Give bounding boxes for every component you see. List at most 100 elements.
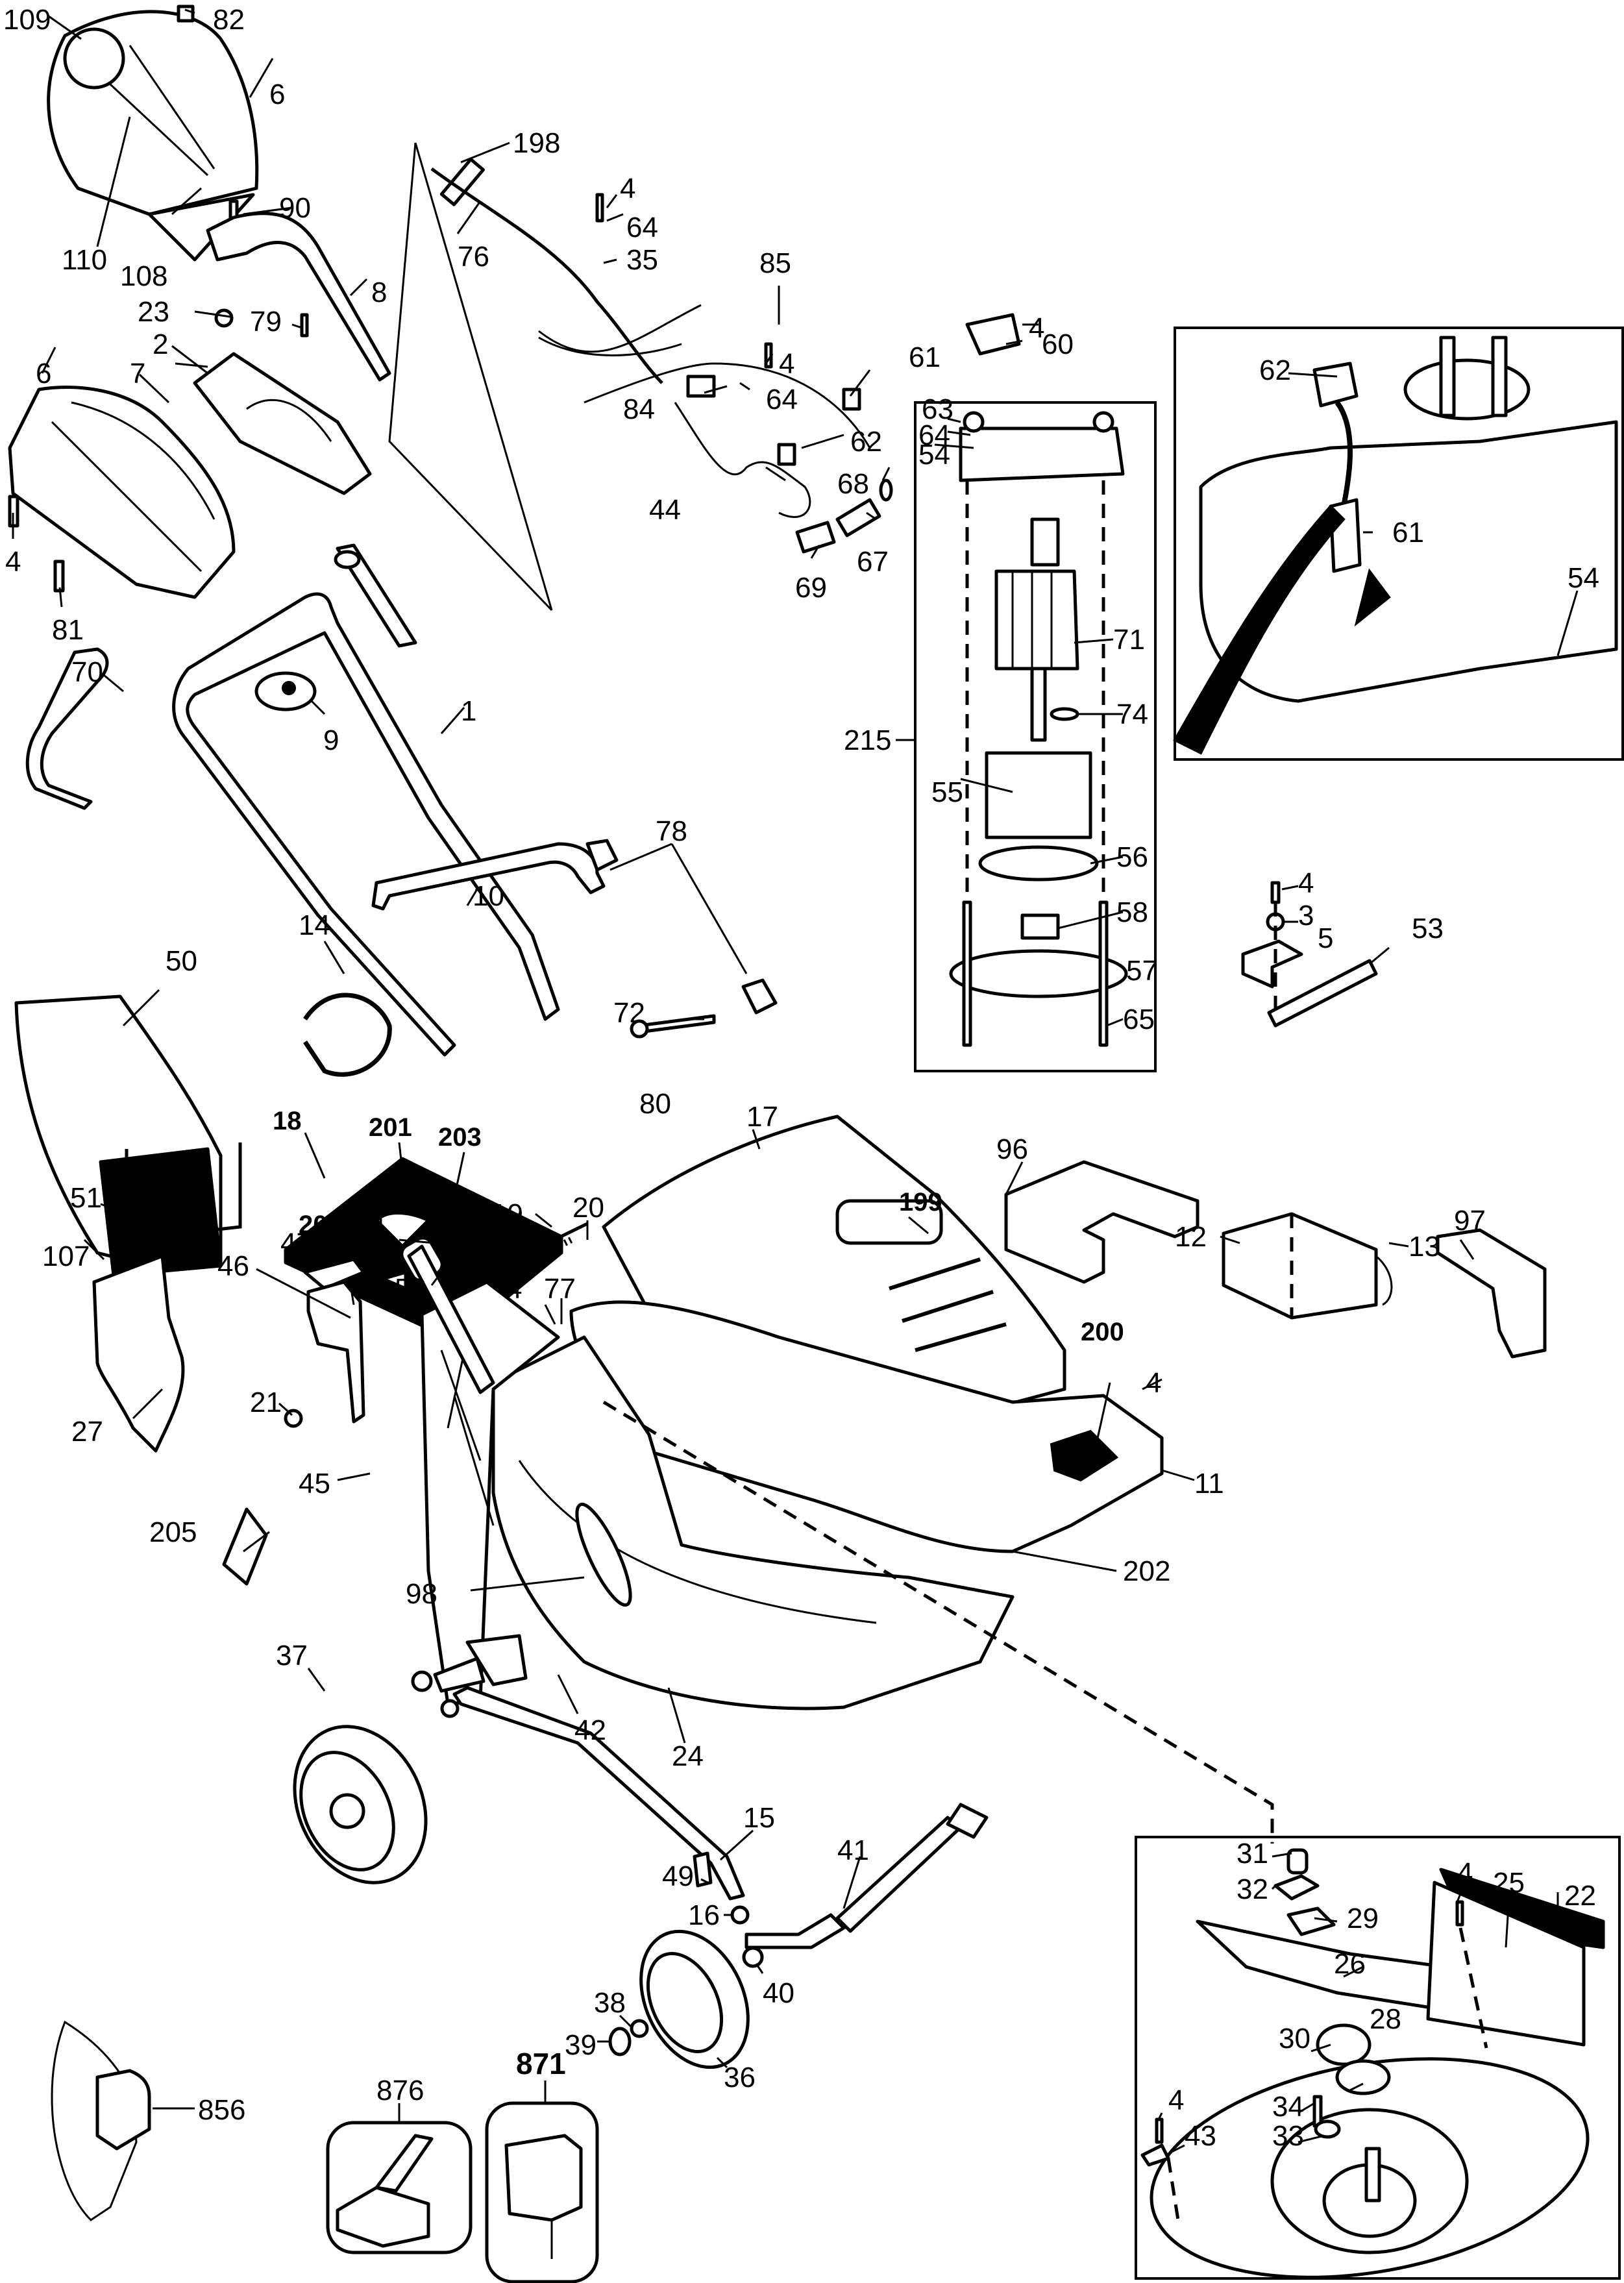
grass-chute-107	[92, 1254, 185, 1453]
callout-108: 108	[120, 260, 167, 292]
callout-61: 61	[909, 341, 941, 373]
callout-64: 64	[626, 212, 658, 243]
callout-17: 17	[746, 1101, 778, 1133]
callout-labels: 109 82 6 110 108 90 8 23 79 2 6 7 4 81 7…	[3, 4, 1599, 2152]
motor-assembly-215	[914, 313, 1157, 1072]
callout-6: 6	[269, 79, 285, 110]
switch-assembly	[175, 352, 372, 495]
callout-110: 110	[62, 244, 107, 276]
callout-27: 27	[71, 1416, 103, 1448]
handle-knob-9	[254, 671, 317, 711]
callout-79: 79	[250, 306, 282, 338]
callout-205: 205	[149, 1516, 197, 1548]
callout-97: 97	[1454, 1205, 1486, 1237]
callout-10: 10	[473, 880, 504, 912]
charger-871-box	[485, 2101, 599, 2283]
callout-62-inset: 62	[1259, 354, 1291, 386]
bracket-assembly	[1241, 881, 1378, 1028]
brush-detail-inset	[1173, 327, 1624, 761]
callout-55: 55	[931, 776, 963, 808]
callout-33: 33	[1272, 2120, 1304, 2152]
callout-60: 60	[1042, 328, 1074, 360]
rear-wheel-37	[293, 1725, 428, 1884]
callout-6-lower: 6	[36, 358, 51, 389]
grass-bag-856	[51, 2020, 151, 2221]
callout-76: 76	[458, 241, 489, 273]
callout-4-harness-b: 4	[779, 348, 794, 380]
callout-11: 11	[1194, 1468, 1224, 1499]
callout-32: 32	[1236, 1873, 1268, 1905]
spring-rod-19-20	[453, 1222, 589, 1290]
upper-handle	[172, 543, 560, 1057]
callout-109: 109	[3, 4, 51, 36]
callout-52: 52	[395, 1273, 426, 1305]
callout-8: 8	[371, 277, 387, 308]
deck-dashed-line	[602, 1400, 1274, 1844]
callout-19: 19	[491, 1198, 523, 1230]
callout-14-b: 14	[354, 1211, 386, 1243]
leader-lines	[12, 8, 1579, 2153]
callout-25: 25	[1493, 1867, 1525, 1899]
callout-45: 45	[299, 1468, 330, 1499]
callout-107: 107	[42, 1240, 90, 1272]
callout-3: 3	[1298, 900, 1314, 932]
callout-9: 9	[323, 724, 339, 756]
callout-203: 203	[438, 1123, 482, 1152]
callout-35: 35	[626, 244, 658, 276]
callout-30: 30	[1279, 2023, 1310, 2055]
callout-12: 12	[1175, 1221, 1207, 1253]
callout-71: 71	[1113, 624, 1145, 656]
grass-collector-50	[14, 994, 242, 1277]
callout-16: 16	[688, 1899, 720, 1931]
callout-38: 38	[594, 1987, 626, 2019]
callout-36: 36	[724, 2062, 756, 2093]
callout-18: 18	[273, 1107, 302, 1135]
rear-axle-42	[411, 1634, 528, 1718]
callout-98: 98	[406, 1578, 437, 1610]
callout-42: 42	[574, 1714, 606, 1746]
callout-80: 80	[639, 1088, 671, 1120]
callout-856: 856	[198, 2094, 245, 2126]
blade-detail-inset	[1135, 1836, 1621, 2280]
accessory-876-box	[326, 2121, 473, 2254]
callout-40: 40	[763, 1977, 794, 2009]
callout-37: 37	[276, 1640, 308, 1672]
callout-53: 53	[1412, 913, 1444, 944]
callout-68: 68	[837, 468, 869, 500]
callout-215: 215	[844, 724, 891, 756]
callout-57: 57	[1126, 955, 1158, 987]
callout-70: 70	[71, 656, 103, 688]
callout-72: 72	[613, 997, 645, 1029]
callout-4-blade-b: 4	[1168, 2084, 1184, 2116]
rear-deck-24	[491, 1335, 1015, 1710]
callout-14: 14	[299, 909, 330, 941]
callout-23: 23	[138, 296, 169, 328]
callout-46: 46	[217, 1250, 249, 1282]
lower-handle	[25, 647, 109, 810]
callout-43: 43	[1185, 2120, 1216, 2152]
callout-34: 34	[1272, 2091, 1304, 2123]
callout-69: 69	[795, 572, 827, 604]
callout-31: 31	[1236, 1838, 1268, 1870]
brush-and-spring-67-69	[795, 478, 893, 554]
callout-47: 47	[280, 1228, 312, 1259]
callout-63: 63	[922, 393, 953, 425]
callout-15: 15	[743, 1802, 775, 1834]
callout-13: 13	[1409, 1231, 1440, 1263]
callout-44: 44	[649, 494, 681, 526]
callout-198: 198	[513, 127, 560, 159]
callout-4: 4	[5, 546, 21, 578]
callout-85: 85	[759, 247, 791, 279]
callout-4-motor: 4	[1029, 312, 1044, 344]
callout-4-deck: 4	[506, 1273, 522, 1305]
callout-54-inset: 54	[1568, 562, 1599, 594]
callout-4-bracket: 4	[1298, 867, 1314, 899]
callout-81: 81	[52, 614, 84, 646]
callout-50: 50	[166, 945, 197, 977]
callout-876: 876	[376, 2075, 424, 2106]
callout-26: 26	[1334, 1948, 1366, 1980]
callout-39: 39	[565, 2029, 597, 2061]
callout-20: 20	[572, 1192, 604, 1224]
foam-block-96	[1004, 1160, 1200, 1284]
callout-4-deck-b: 4	[1146, 1367, 1161, 1399]
